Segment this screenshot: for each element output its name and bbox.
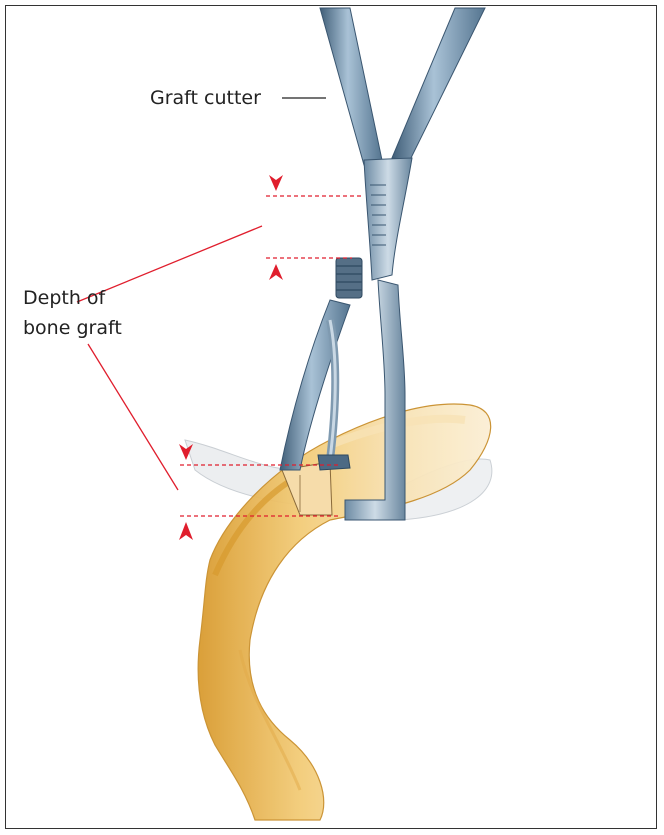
- label-depth-line2: bone graft: [23, 313, 122, 343]
- arrow-up-lower: [179, 522, 193, 540]
- arrow-up-upper: [269, 264, 283, 280]
- label-graft-cutter: Graft cutter: [150, 83, 261, 113]
- leader-line-depth-lower: [88, 344, 178, 490]
- label-depth-line1: Depth of: [23, 283, 105, 313]
- arrow-down-upper: [269, 175, 283, 191]
